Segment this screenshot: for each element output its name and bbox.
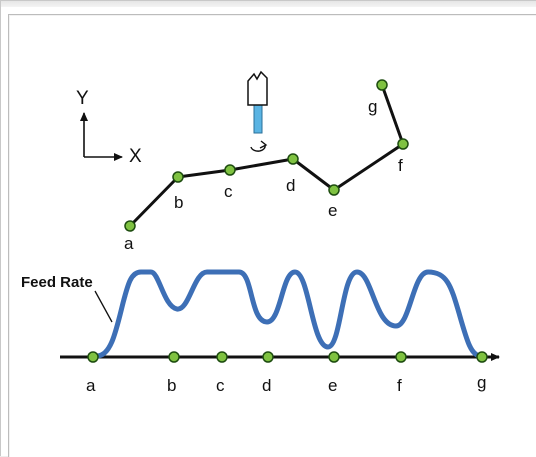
rotation-arrowhead (259, 140, 268, 149)
diagram-panel (8, 14, 536, 457)
path-label-a: a (124, 234, 134, 253)
feed-point-b (168, 351, 180, 363)
feed-label-b: b (167, 376, 176, 395)
feed-axis-points (87, 351, 488, 363)
path-point-d (287, 153, 299, 165)
path-label-e: e (328, 201, 337, 220)
feed-point-a (87, 351, 99, 363)
feed-point-c (216, 351, 228, 363)
feed-label-g: g (477, 373, 486, 392)
feed-label-a: a (86, 376, 96, 395)
feed-label-d: d (262, 376, 271, 395)
feed-point-e (328, 351, 340, 363)
tool-path-points (124, 79, 409, 232)
path-label-g: g (368, 97, 377, 116)
top-band (1, 1, 536, 7)
feed-rate-curve (94, 269, 484, 359)
coordinate-axes: Y X (76, 88, 142, 167)
path-label-b: b (174, 193, 183, 212)
path-point-a (124, 220, 136, 232)
feed-rate-leader (94, 290, 113, 323)
feed-point-d (262, 351, 274, 363)
feed-label-f: f (397, 376, 402, 395)
y-axis-label: Y (76, 88, 89, 109)
feed-label-c: c (216, 376, 225, 395)
tool-path-labels: a b c d e f g (124, 97, 403, 253)
path-label-f: f (398, 156, 403, 175)
tool-path-line (128, 84, 405, 228)
feed-point-g (476, 351, 488, 363)
feed-point-f (395, 351, 407, 363)
tool-shank (253, 102, 263, 134)
path-point-f (397, 138, 409, 150)
x-axis-label: X (129, 146, 142, 167)
path-point-e (328, 184, 340, 196)
milling-tool-icon (247, 70, 268, 152)
path-point-b (172, 171, 184, 183)
feed-rate-label: Feed Rate (21, 274, 93, 291)
path-point-g (376, 79, 388, 91)
path-label-c: c (224, 182, 233, 201)
tool-body (247, 70, 268, 106)
feed-label-e: e (328, 376, 337, 395)
path-point-c (224, 164, 236, 176)
path-label-d: d (286, 176, 295, 195)
rotation-arrow-icon (250, 144, 266, 152)
feed-axis-labels: a b c d e f g (86, 373, 486, 395)
